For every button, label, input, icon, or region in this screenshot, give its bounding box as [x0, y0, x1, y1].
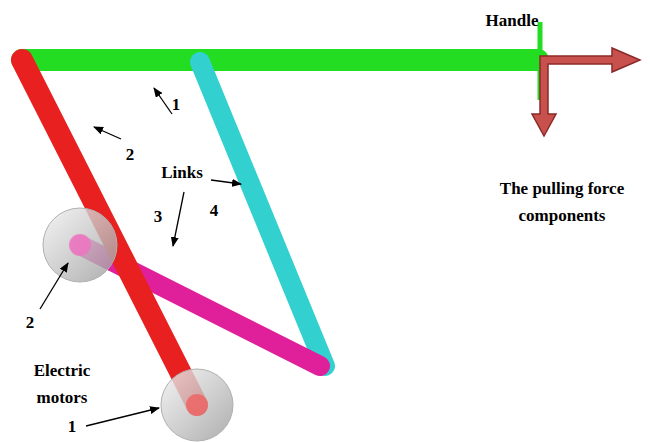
callout-number: 1	[172, 91, 181, 118]
electric-motor	[43, 208, 117, 282]
callout-number: 4	[210, 197, 219, 224]
force-arrows	[532, 48, 640, 136]
link-2	[22, 60, 197, 405]
callout-number: 2	[126, 141, 135, 168]
callout-number: 1	[68, 413, 77, 440]
force-label: The pulling force components	[482, 175, 642, 229]
motor-shaft	[69, 234, 91, 256]
callout-number: 2	[26, 309, 35, 336]
callout-number: 3	[154, 203, 163, 230]
handle-label: Handle	[486, 7, 539, 34]
link-1	[22, 49, 538, 71]
motor-shaft	[186, 394, 208, 416]
electric-motor	[161, 369, 233, 441]
motors-label: Electric motors	[17, 357, 107, 411]
links-label: Links	[161, 159, 203, 186]
